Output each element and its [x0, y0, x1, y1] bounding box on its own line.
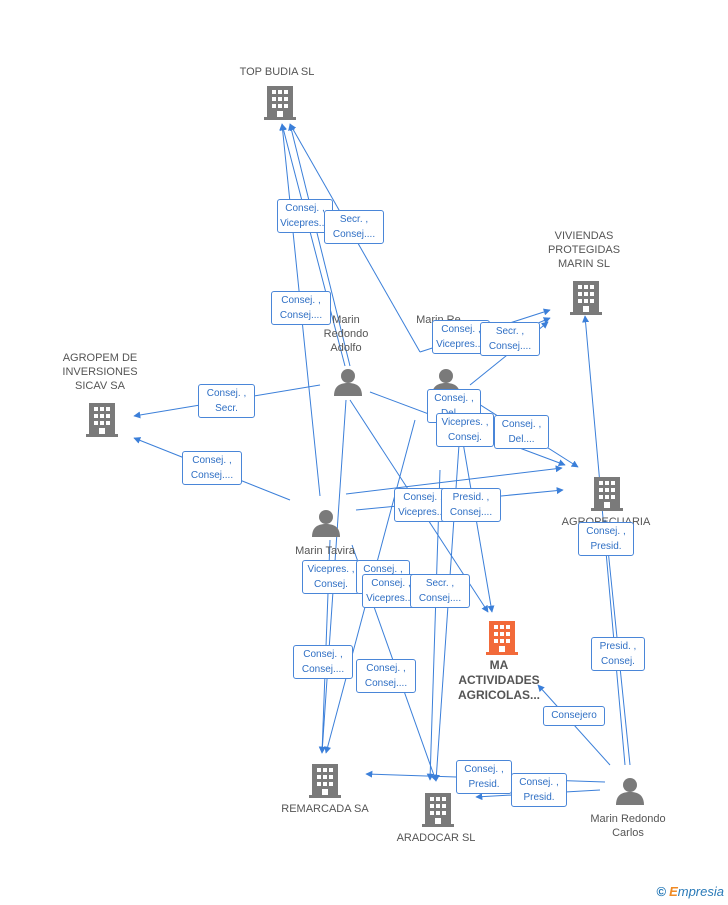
edge-label[interactable]: Consej. , Vicepres....: [277, 199, 333, 233]
edge-label[interactable]: Secr. , Consej....: [410, 574, 470, 608]
edge-label[interactable]: Vicepres. , Consej.: [436, 413, 494, 447]
edge-label[interactable]: Consej. , Consej....: [271, 291, 331, 325]
brand-logo-e: E: [669, 884, 678, 899]
building-icon[interactable]: [422, 791, 454, 832]
brand-logo-text: mpresia: [677, 884, 724, 899]
person-label-marin-carlos[interactable]: Marin Redondo Carlos: [590, 813, 666, 839]
edge-label[interactable]: Consej. , Consej....: [182, 451, 242, 485]
building-icon[interactable]: [264, 84, 296, 125]
building-icon[interactable]: [309, 762, 341, 803]
person-icon[interactable]: [333, 367, 363, 402]
person-icon[interactable]: [615, 776, 645, 811]
company-label-remarcada[interactable]: REMARCADA SA: [281, 803, 369, 815]
edge-label[interactable]: Consej. , Presid.: [511, 773, 567, 807]
edge-label[interactable]: Consej. , Consej....: [356, 659, 416, 693]
company-label-aradocar[interactable]: ARADOCAR SL: [396, 832, 476, 844]
building-icon[interactable]: [570, 279, 602, 320]
company-label-agropem[interactable]: AGROPEM DE INVERSIONES SICAV SA: [62, 352, 138, 392]
edge-label[interactable]: Consej. , Presid.: [578, 522, 634, 556]
brand-footer: ©Empresia: [656, 884, 724, 899]
edge-label[interactable]: Presid. , Consej....: [441, 488, 501, 522]
edge-label[interactable]: Consej. , Presid.: [456, 760, 512, 794]
relationship-edge: [288, 123, 351, 367]
edge-label[interactable]: Secr. , Consej....: [324, 210, 384, 244]
edge-label[interactable]: Consejero: [543, 706, 605, 726]
main-building-icon[interactable]: [486, 619, 518, 660]
edge-label[interactable]: Secr. , Consej....: [480, 322, 540, 356]
copyright-icon: ©: [656, 884, 667, 899]
building-icon[interactable]: [591, 475, 623, 516]
edge-label[interactable]: Consej. , Secr.: [198, 384, 255, 418]
edge-label[interactable]: Consej. , Del....: [494, 415, 549, 449]
company-label-viviendas[interactable]: VIVIENDAS PROTEGIDAS MARIN SL: [547, 230, 621, 270]
building-icon[interactable]: [86, 401, 118, 442]
main-company-label[interactable]: MA ACTIVIDADES AGRICOLAS...: [457, 658, 540, 702]
relationship-edge: [280, 123, 346, 367]
edge-label[interactable]: Vicepres. , Consej.: [302, 560, 360, 594]
person-icon[interactable]: [311, 508, 341, 543]
person-label-marin-tavira[interactable]: Marin Tavira: [295, 545, 355, 557]
person-label-marin-adolfo[interactable]: Marin Redondo Adolfo: [323, 314, 369, 354]
relationship-edge: [345, 465, 563, 495]
company-label-top-budia[interactable]: TOP BUDIA SL: [239, 66, 315, 78]
edge-label[interactable]: Consej. , Consej....: [293, 645, 353, 679]
edge-label[interactable]: Presid. , Consej.: [591, 637, 645, 671]
